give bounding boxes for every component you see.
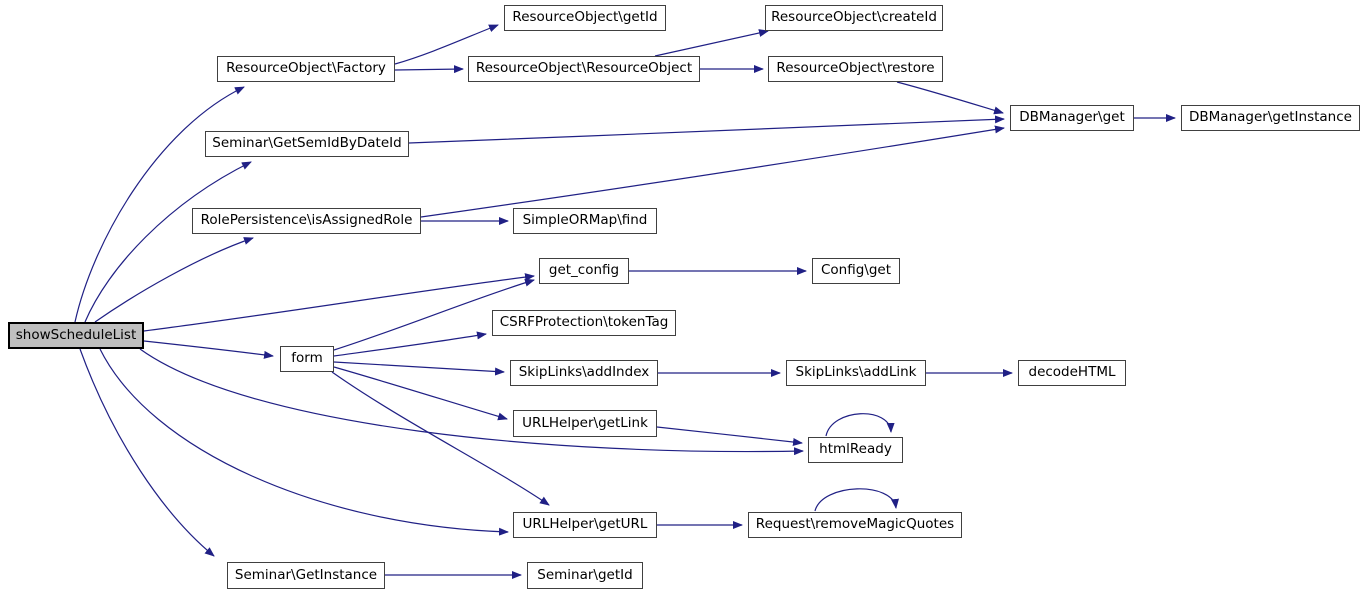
- node-simple-ormap-find[interactable]: SimpleORMap\find: [513, 208, 657, 234]
- edge-showScheduleList-getConfig: [143, 273, 535, 332]
- node-resource-object-restore[interactable]: ResourceObject\restore: [768, 56, 943, 82]
- edge-showScheduleList-form: [143, 340, 274, 359]
- edge-resourceFactory-resourceGetId: [394, 24, 499, 65]
- node-form[interactable]: form: [280, 346, 334, 372]
- node-show-schedule-list[interactable]: showScheduleList: [8, 322, 144, 349]
- edge-urlGetLink-htmlReady: [656, 426, 803, 446]
- node-resource-object-factory[interactable]: ResourceObject\Factory: [217, 56, 395, 82]
- edge-showScheduleList-isAssignedRole: [94, 237, 254, 323]
- edge-form-skipLinksAddIndex: [333, 361, 505, 376]
- node-get-config[interactable]: get_config: [539, 258, 629, 284]
- edge-resourceRestore-dbGet: [896, 81, 1004, 115]
- node-config-get[interactable]: Config\get: [812, 258, 900, 284]
- edge-showScheduleList-htmlReady: [139, 348, 804, 456]
- node-seminar-get-id[interactable]: Seminar\getId: [527, 562, 643, 589]
- node-seminar-get-instance[interactable]: Seminar\GetInstance: [227, 562, 385, 589]
- node-url-helper-get-link[interactable]: URLHelper\getLink: [513, 410, 657, 437]
- edge-htmlReady-self-loop: [825, 413, 895, 437]
- node-dbmanager-get-instance[interactable]: DBManager\getInstance: [1181, 105, 1360, 131]
- node-skip-links-add-index[interactable]: SkipLinks\addIndex: [510, 360, 658, 386]
- node-skip-links-add-link[interactable]: SkipLinks\addLink: [786, 360, 926, 386]
- edge-form-getConfig: [333, 278, 535, 351]
- edge-showScheduleList-getSemIdByDateId: [84, 161, 252, 323]
- edge-resourceFactory-resourceConstructor: [394, 65, 464, 74]
- node-request-remove-magic-quotes[interactable]: Request\removeMagicQuotes: [748, 512, 962, 538]
- edge-showScheduleList-resourceFactory: [74, 86, 245, 323]
- node-seminar-get-sem-id-by-date-id[interactable]: Seminar\GetSemIdByDateId: [205, 131, 409, 157]
- edge-form-csrfTokenTag: [333, 331, 487, 357]
- edge-isAssignedRole-dbGet: [420, 125, 1005, 218]
- node-resource-object-constructor[interactable]: ResourceObject\ResourceObject: [468, 56, 700, 82]
- edge-removeMagicQuotes-self-loop: [814, 488, 899, 512]
- edge-showScheduleList-urlGetURL: [99, 348, 509, 536]
- node-url-helper-get-url[interactable]: URLHelper\getURL: [513, 512, 657, 538]
- edge-resourceConstructor-resourceCreateId: [654, 29, 769, 57]
- node-role-persistence-is-assigned-role[interactable]: RolePersistence\isAssignedRole: [192, 208, 421, 234]
- edge-getSemIdByDateId-dbGet: [408, 115, 1005, 144]
- node-resource-object-create-id[interactable]: ResourceObject\createId: [765, 5, 943, 31]
- edge-form-urlGetLink: [333, 366, 508, 421]
- node-csrf-protection-token-tag[interactable]: CSRFProtection\tokenTag: [492, 310, 676, 336]
- node-html-ready[interactable]: htmlReady: [808, 437, 903, 463]
- edge-form-urlGetURL: [331, 371, 550, 506]
- node-resource-object-get-id[interactable]: ResourceObject\getId: [504, 5, 666, 31]
- edge-showScheduleList-seminarGetInstance: [79, 348, 215, 557]
- node-decode-html[interactable]: decodeHTML: [1018, 360, 1126, 386]
- node-dbmanager-get[interactable]: DBManager\get: [1010, 105, 1134, 131]
